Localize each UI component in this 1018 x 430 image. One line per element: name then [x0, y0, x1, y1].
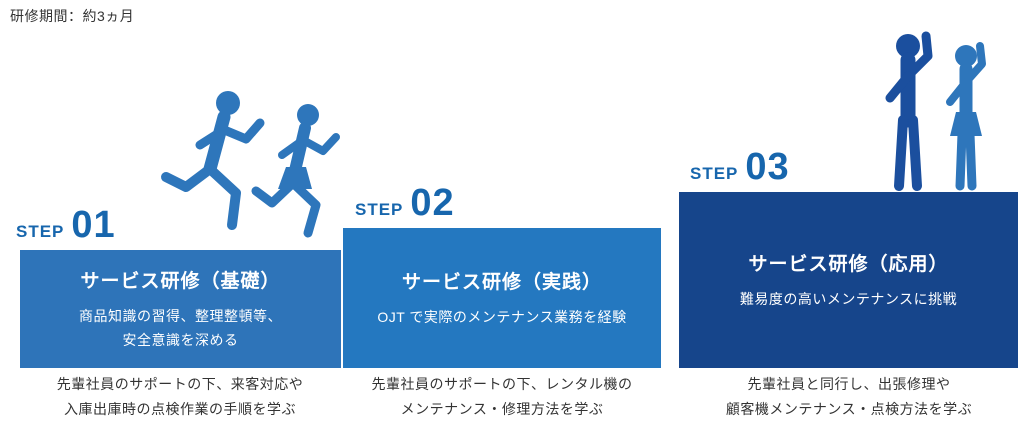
step-2-block: サービス研修（実践） OJT で実際のメンテナンス業務を経験 — [343, 228, 661, 368]
step-2-label: STEP 02 — [355, 184, 455, 222]
step-3-block: サービス研修（応用） 難易度の高いメンテナンスに挑戦 — [679, 192, 1018, 368]
step-3-title: サービス研修（応用） — [748, 253, 949, 275]
step-1-note: 先輩社員のサポートの下、来客対応や 入庫出庫時の点検作業の手順を学ぶ — [56, 376, 304, 417]
step-3-word: STEP — [690, 164, 739, 183]
step-1-block: サービス研修（基礎） 商品知識の習得、整理整頓等、 安全意識を深める — [20, 250, 341, 368]
cheering-people-icon — [870, 28, 1002, 192]
step-2-number: 02 — [410, 182, 455, 224]
step-1-number: 01 — [71, 204, 116, 246]
step-3-number: 03 — [745, 146, 790, 188]
step-1-title: サービス研修（基礎） — [80, 270, 281, 292]
step-2-note: 先輩社員のサポートの下、レンタル機の メンテナンス・修理方法を学ぶ — [371, 376, 633, 417]
step-2-title: サービス研修（実践） — [401, 271, 602, 293]
training-period-label: 研修期間：約3ヵ月 — [10, 8, 135, 24]
running-people-icon — [158, 85, 348, 250]
step-2-body: OJT で実際のメンテナンス業務を経験 — [377, 308, 627, 325]
step-1-word: STEP — [16, 222, 65, 241]
step-1-label: STEP 01 — [16, 206, 116, 244]
step-3-note: 先輩社員と同行し、出張修理や 顧客機メンテナンス・点検方法を学ぶ — [725, 376, 973, 417]
step-1-body: 商品知識の習得、整理整頓等、 安全意識を深める — [79, 307, 282, 349]
step-3-label: STEP 03 — [690, 148, 790, 186]
step-2-word: STEP — [355, 200, 404, 219]
step-3-body: 難易度の高いメンテナンスに挑戦 — [739, 290, 958, 307]
